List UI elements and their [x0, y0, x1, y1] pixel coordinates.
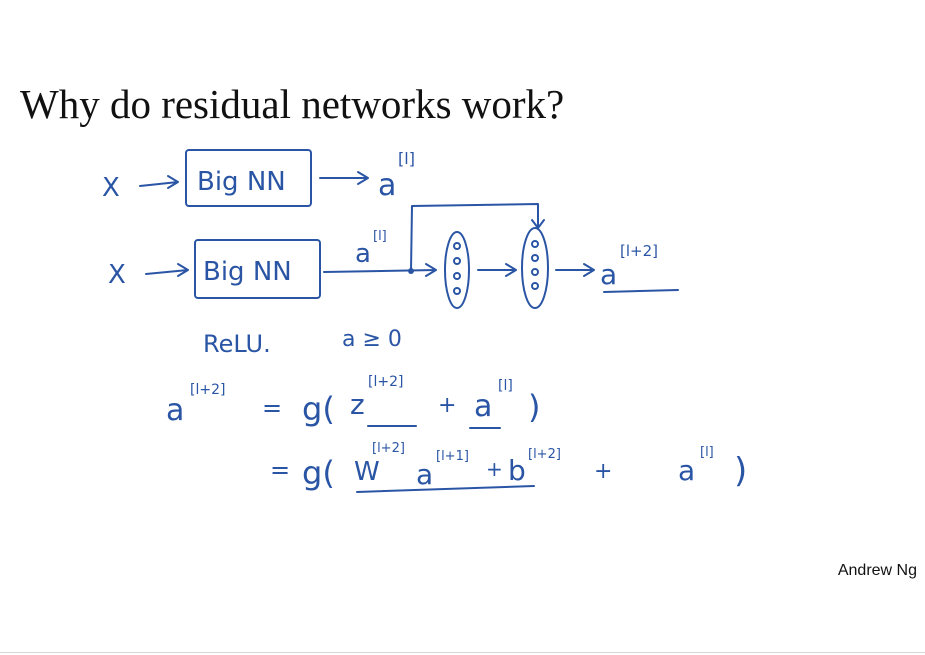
eq1-a: a [474, 389, 492, 424]
eq2-underline [356, 485, 535, 493]
row1-bignn-box [185, 149, 312, 207]
eq2-w-sup: [l+2] [372, 441, 405, 456]
row1-input-x: X [102, 173, 120, 203]
eq1-equals: = [262, 394, 282, 422]
eq2-plus2: + [594, 459, 612, 484]
row1-arrow-out [319, 171, 369, 185]
bottom-divider [0, 652, 925, 653]
relu-note: ReLU. [203, 330, 271, 358]
row2-arrow-to-layer1 [323, 263, 437, 277]
eq1-close: ) [528, 388, 540, 426]
eq1-plus: + [438, 393, 456, 418]
eq1-lhs-sup: [l+2] [190, 382, 225, 398]
hidden-layer-1-nodes [453, 242, 461, 295]
eq2-close: ) [734, 451, 747, 491]
row2-arrow-out [555, 263, 595, 277]
row2-output-sup: [l+2] [620, 242, 658, 260]
eq1-z-sup: [l+2] [368, 374, 403, 390]
eq2-plus1: + [486, 457, 503, 481]
row1-bignn-label: Big NN [197, 167, 286, 197]
skip-connection-line [410, 203, 545, 272]
row2-bignn-label: Big NN [203, 257, 292, 287]
eq1-z: z [350, 388, 365, 421]
row2-input-x: X [108, 260, 126, 290]
row2-arrow-between-layers [477, 263, 517, 277]
eq2-w: W [354, 457, 380, 487]
hidden-layer-2 [521, 227, 549, 309]
eq2-a2: a [678, 454, 695, 487]
row2-mid-a: a [355, 239, 371, 269]
row1-output-sup: [l] [398, 149, 415, 168]
row2-arrow-in [145, 263, 189, 277]
eq2-b-sup: [l+2] [528, 447, 561, 462]
eq2-equals: = [270, 456, 290, 484]
eq1-lhs-a: a [166, 393, 184, 428]
hidden-layer-2-nodes [531, 240, 539, 290]
row2-output-underline [603, 289, 679, 293]
eq2-a2-sup: [l] [700, 445, 714, 460]
row2-output-a: a [600, 258, 617, 291]
row2-bignn-box [194, 239, 321, 299]
eq1-g-open: g( [302, 390, 335, 428]
row1-arrow-in [139, 175, 179, 189]
author-name: Andrew Ng [837, 562, 917, 579]
eq2-a: a [416, 458, 433, 491]
eq1-a-sup: [l] [498, 378, 513, 394]
nonneg-note: a ≥ 0 [342, 327, 402, 352]
row2-mid-sup: [l] [373, 229, 387, 244]
eq2-a-sup: [l+1] [436, 449, 469, 464]
hidden-layer-1 [444, 231, 470, 309]
eq2-b: b [508, 454, 526, 487]
row1-output-a: a [378, 168, 396, 203]
slide-title: Why do residual networks work? [20, 81, 565, 127]
eq2-g-open: g( [302, 454, 335, 492]
